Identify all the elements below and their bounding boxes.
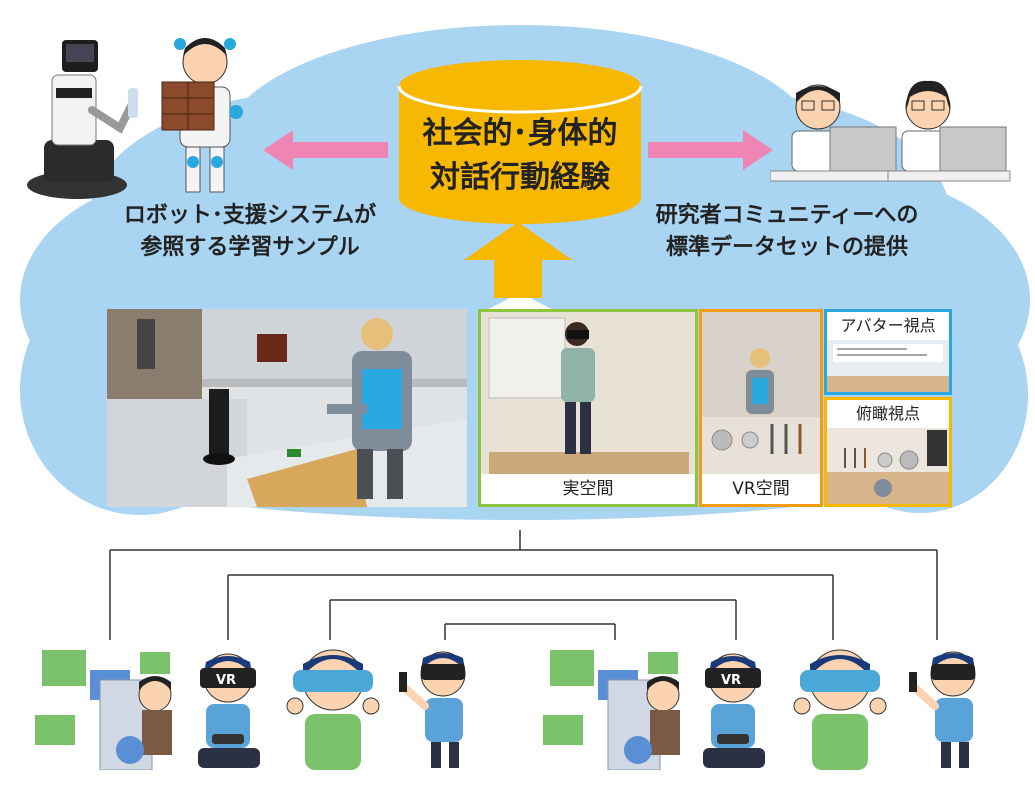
- yellow-up-arrow: [462, 222, 574, 298]
- researchers-illustration: [770, 75, 1015, 197]
- tree-connector-lines: [0, 530, 1035, 640]
- center-title-line2: 対話行動経験: [395, 156, 645, 200]
- suited-person-illustration: [150, 32, 260, 202]
- panel-avatar-caption: アバター視点: [827, 312, 949, 340]
- robot-illustration: [22, 30, 152, 200]
- vr-kitchen-scene: [107, 309, 467, 507]
- panel-real-space: 実空間: [478, 309, 698, 507]
- panel-vr-space: VR空間: [699, 309, 823, 507]
- center-title-line1: 社会的･身体的: [395, 112, 645, 156]
- real-space-photo: [481, 312, 695, 474]
- panel-birdseye-caption: 俯瞰視点: [827, 400, 949, 428]
- right-caption-line2: 標準データセットの提供: [632, 232, 942, 264]
- vr-headset-text-2: VR: [721, 673, 741, 688]
- ar-city-person-1: [30, 640, 190, 770]
- avatar-view-photo: [827, 340, 949, 392]
- panel-vr-caption: VR空間: [702, 474, 820, 504]
- controller-person-1: [395, 646, 490, 770]
- vr-space-photo: [702, 312, 820, 474]
- right-caption-line1: 研究者コミュニティーへの: [632, 200, 942, 232]
- left-caption-line2: 参照する学習サンプル: [100, 232, 400, 264]
- vr-gamer-2: VR: [695, 648, 775, 770]
- panel-birdseye-view: 俯瞰視点: [824, 397, 952, 507]
- panel-avatar-view: アバター視点: [824, 309, 952, 395]
- headset-person-2: [790, 640, 890, 770]
- left-pink-arrow: [263, 128, 393, 172]
- vr-headset-text-1: VR: [216, 673, 236, 688]
- vr-gamer-1: VR: [190, 648, 270, 770]
- headset-person-1: [283, 640, 383, 770]
- left-caption-line1: ロボット･支援システムが: [100, 200, 400, 232]
- center-title: 社会的･身体的 対話行動経験: [395, 112, 645, 200]
- right-pink-arrow: [645, 128, 775, 172]
- birdseye-view-photo: [827, 428, 949, 504]
- controller-person-2: [905, 646, 1000, 770]
- ar-city-person-2: [538, 640, 698, 770]
- right-caption: 研究者コミュニティーへの 標準データセットの提供: [632, 200, 942, 264]
- left-caption: ロボット･支援システムが 参照する学習サンプル: [100, 200, 400, 264]
- panel-real-caption: 実空間: [481, 474, 695, 504]
